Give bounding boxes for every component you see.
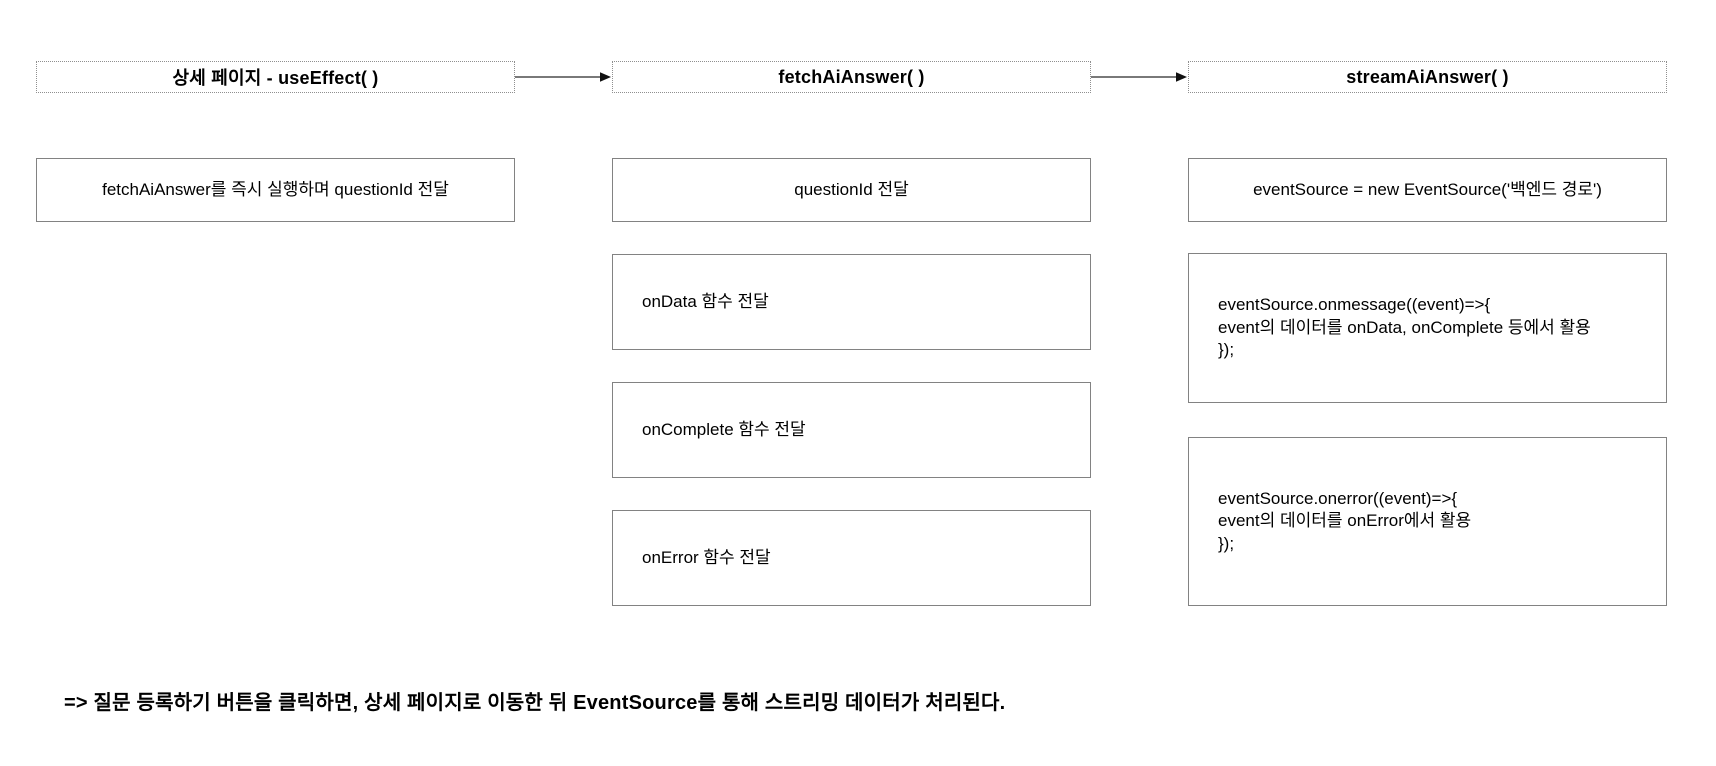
box-text: }); — [1218, 533, 1235, 553]
box-questionid: questionId 전달 — [612, 158, 1091, 222]
flow-arrow-right-icon — [515, 72, 611, 82]
box-text: event의 데이터를 onError에서 활용 — [1218, 511, 1472, 531]
box-text: eventSource = new EventSource('백엔드 경로') — [1253, 179, 1602, 199]
box-ondata: onData 함수 전달 — [612, 254, 1091, 350]
footer-note: => 질문 등록하기 버튼을 클릭하면, 상세 페이지로 이동한 뒤 Event… — [64, 692, 1006, 714]
flow-arrow-right-icon — [1091, 72, 1187, 82]
box-text: onData 함수 전달 — [642, 291, 769, 311]
column-header-label: streamAiAnswer( ) — [1346, 66, 1509, 87]
box-oncomplete: onComplete 함수 전달 — [612, 382, 1091, 478]
box-onerror-handler: eventSource.onerror((event)=>{ event의 데이… — [1188, 437, 1667, 606]
box-useeffect-call: fetchAiAnswer를 즉시 실행하며 questionId 전달 — [36, 158, 515, 222]
box-onerror: onError 함수 전달 — [612, 510, 1091, 606]
box-text: onComplete 함수 전달 — [642, 419, 806, 439]
box-eventsource-new: eventSource = new EventSource('백엔드 경로') — [1188, 158, 1667, 222]
column-header-label: fetchAiAnswer( ) — [778, 66, 925, 87]
column-header-fetchaianswer: fetchAiAnswer( ) — [612, 61, 1091, 93]
box-onmessage-handler: eventSource.onmessage((event)=>{ event의 … — [1188, 253, 1667, 403]
box-text: eventSource.onerror((event)=>{ — [1218, 488, 1458, 508]
box-text: questionId 전달 — [794, 179, 909, 199]
box-text: fetchAiAnswer를 즉시 실행하며 questionId 전달 — [102, 179, 449, 199]
box-text: onError 함수 전달 — [642, 547, 771, 567]
column-header-useeffect: 상세 페이지 - useEffect( ) — [36, 61, 515, 93]
box-text: eventSource.onmessage((event)=>{ — [1218, 295, 1491, 315]
column-header-label: 상세 페이지 - useEffect( ) — [172, 68, 379, 88]
box-text: event의 데이터를 onData, onComplete 등에서 활용 — [1218, 317, 1591, 337]
box-text: }); — [1218, 340, 1235, 360]
column-header-streamaianswer: streamAiAnswer( ) — [1188, 61, 1667, 93]
